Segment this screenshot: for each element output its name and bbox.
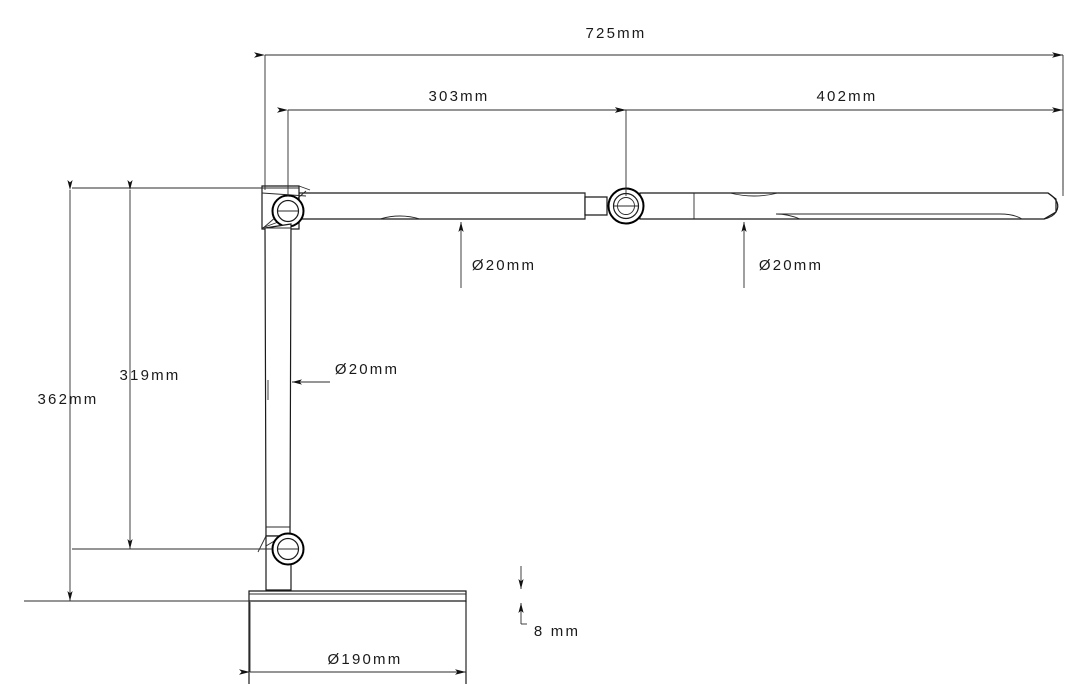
dim-base-diameter [239, 602, 467, 675]
dimension-labels: 725mm 303mm 402mm 362mm 319mm Ø20mm Ø20m… [37, 25, 877, 668]
label-base-diameter: Ø190mm [328, 651, 403, 668]
lamp-assembly [24, 185, 1059, 684]
upper-pivot-joint [271, 194, 305, 228]
vertical-arm [264, 223, 292, 537]
arm-collar-middle [584, 196, 608, 216]
label-overall-reach: 725mm [585, 25, 646, 42]
lower-pivot-joint [271, 532, 305, 566]
dim-base-thickness [518, 566, 527, 625]
dim-overall-reach [254, 52, 1064, 190]
label-upper-segment: 303mm [428, 88, 489, 105]
dim-upper-segment [277, 107, 627, 196]
label-lower-segment: 402mm [816, 88, 877, 105]
horizontal-arm-near-segment [298, 192, 586, 220]
base-plate [248, 590, 467, 684]
horizontal-arm-far-segment [639, 192, 1059, 220]
label-total-height: 362mm [37, 391, 98, 408]
label-arm-height: 319mm [119, 367, 180, 384]
dimension-annotations [67, 52, 1064, 675]
label-base-thickness: 8 mm [534, 623, 580, 640]
label-tube-diameter-1: Ø20mm [472, 257, 536, 274]
label-tube-diameter-3: Ø20mm [335, 361, 399, 378]
dim-lower-segment [615, 107, 1064, 196]
label-tube-diameter-2: Ø20mm [759, 257, 823, 274]
